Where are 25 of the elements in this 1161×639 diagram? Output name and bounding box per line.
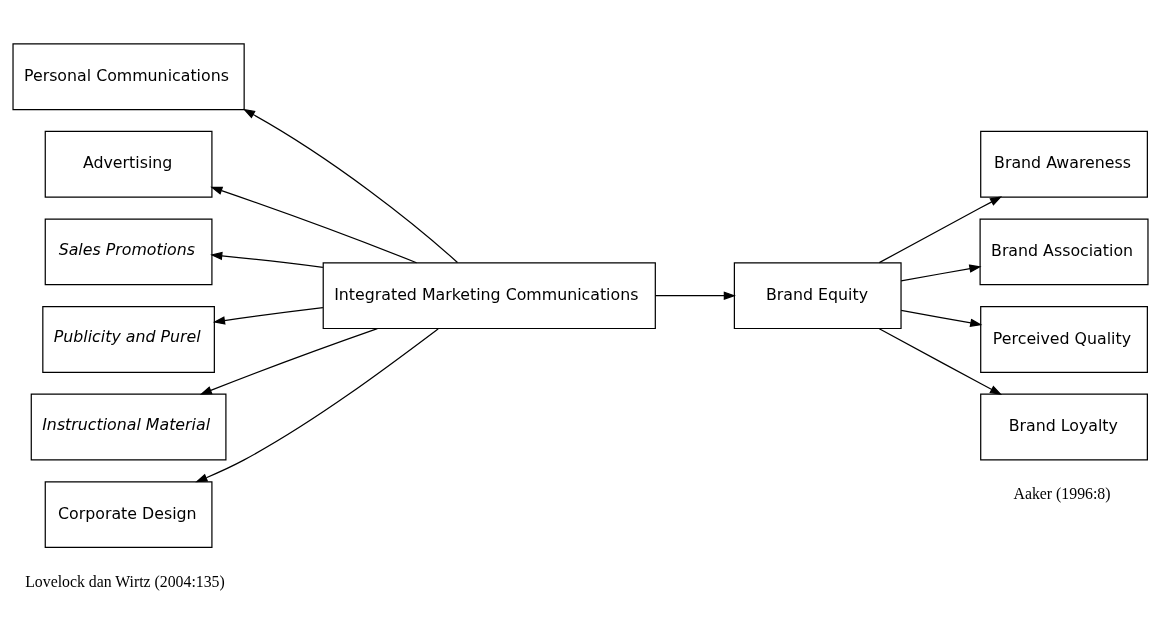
arrow (878, 195, 1003, 263)
node-box: Personal Communications (12, 42, 245, 110)
arrow (900, 263, 982, 281)
node-box: Publicity and Purel (42, 305, 215, 373)
node-box: Perceived Quality (980, 305, 1148, 373)
node-box: Integrated Marketing Communications (322, 261, 656, 329)
label: Aaker (1996:8) (1013, 484, 1111, 502)
arrow (212, 306, 324, 325)
arrow (900, 309, 983, 327)
node-box: Brand Loyalty (980, 393, 1148, 460)
node-box: Advertising (44, 130, 213, 198)
node-box: Sales Promotions (44, 217, 213, 285)
node-box: Brand Awareness (980, 130, 1148, 198)
arrow (654, 290, 736, 300)
node-box: Corporate Design (44, 480, 213, 548)
arrow (878, 327, 1003, 395)
arrow (210, 251, 324, 268)
arrow (195, 327, 439, 482)
node-box: Brand Association (979, 217, 1149, 285)
label: Lovelock dan Wirtz (2004:135) (25, 572, 225, 590)
node-box: Instructional Material (30, 393, 227, 460)
arrow (242, 108, 459, 263)
arrow (210, 186, 418, 263)
node-box: Brand Equity (733, 261, 902, 329)
arrow (199, 327, 378, 395)
